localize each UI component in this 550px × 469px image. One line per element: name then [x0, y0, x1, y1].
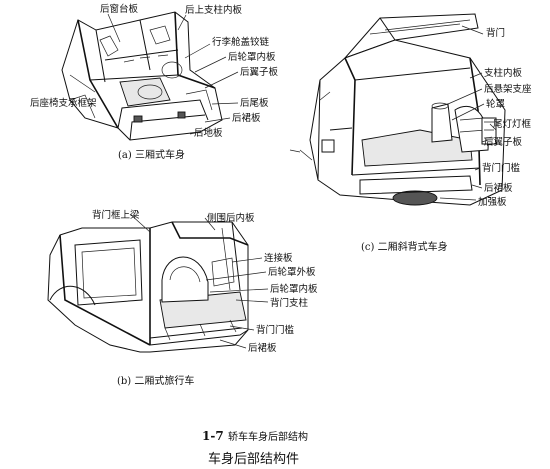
label-rear-valance-a: 后裙板 [232, 112, 261, 124]
label-reinforcement: 加强板 [478, 196, 507, 208]
caption-figure-c: (c) 二厢斜背式车身 [361, 240, 448, 253]
label-rear-end-panel: 后尾板 [240, 97, 269, 109]
label-seat-support-frame: 后座椅支承框架 [30, 97, 97, 109]
label-trunk-hinge: 行李舱盖铰链 [212, 36, 270, 48]
label-pillar-inner: 支柱内板 [484, 67, 523, 79]
label-rear-upper-pillar-inner: 后上支柱内板 [185, 4, 243, 16]
label-wheelhouse: 轮罩 [486, 98, 505, 110]
label-rear-suspension-mount: 后悬架支座 [484, 83, 532, 95]
caption-figure-a: (a) 三厢式车身 [118, 148, 185, 161]
label-side-rear-inner: 侧围后内板 [207, 212, 255, 224]
label-rear-floor: 后地板 [194, 127, 223, 139]
figure-title-block: 1-7 轿车车身后部结构 车身后部结构件 [202, 429, 308, 467]
label-back-door-pillar: 背门支柱 [270, 297, 309, 309]
label-tail-lamp-frame: 尾灯灯框 [493, 118, 532, 130]
label-back-door-sill-c: 背门门槛 [482, 162, 521, 174]
figure-number: 1-7 [202, 429, 224, 443]
label-rear-quarter-a: 后翼子板 [240, 66, 279, 78]
figure-a-sedan-rear-body: 后窗台板 后上支柱内板 行李舱盖铰链 后轮罩内板 后翼子板 后座椅支承框架 后尾… [30, 3, 279, 161]
label-back-door-sill-b: 背门门槛 [256, 324, 295, 336]
caption-figure-b: (b) 二厢式旅行车 [117, 374, 194, 387]
figure-c-hatchback-rear-body: 背门 支柱内板 后悬架支座 轮罩 尾灯灯框 后翼子板 背门门槛 后裙板 加强板 … [289, 13, 532, 253]
label-rear-wheelhouse-inner-a: 后轮罩内板 [228, 51, 276, 63]
figure-title: 轿车车身后部结构 [228, 430, 308, 443]
figure-b-station-wagon-rear-body: 背门框上梁 侧围后内板 连接板 后轮罩外板 后轮罩内板 背门支柱 背门门槛 后裙… [47, 209, 318, 387]
label-back-door-upper-beam: 背门框上梁 [92, 209, 140, 221]
label-back-door-c: 背门 [486, 27, 505, 39]
label-rear-wheelhouse-outer: 后轮罩外板 [268, 266, 316, 278]
label-rear-shelf: 后窗台板 [100, 3, 139, 15]
label-rear-quarter-c: 后翼子板 [484, 136, 523, 148]
label-connecting-plate: 连接板 [264, 252, 293, 264]
label-rear-valance-c: 后裙板 [484, 182, 513, 194]
label-rear-valance-b: 后裙板 [248, 342, 277, 354]
label-rear-wheelhouse-inner-b: 后轮罩内板 [270, 283, 318, 295]
page-title: 车身后部结构件 [208, 451, 299, 467]
